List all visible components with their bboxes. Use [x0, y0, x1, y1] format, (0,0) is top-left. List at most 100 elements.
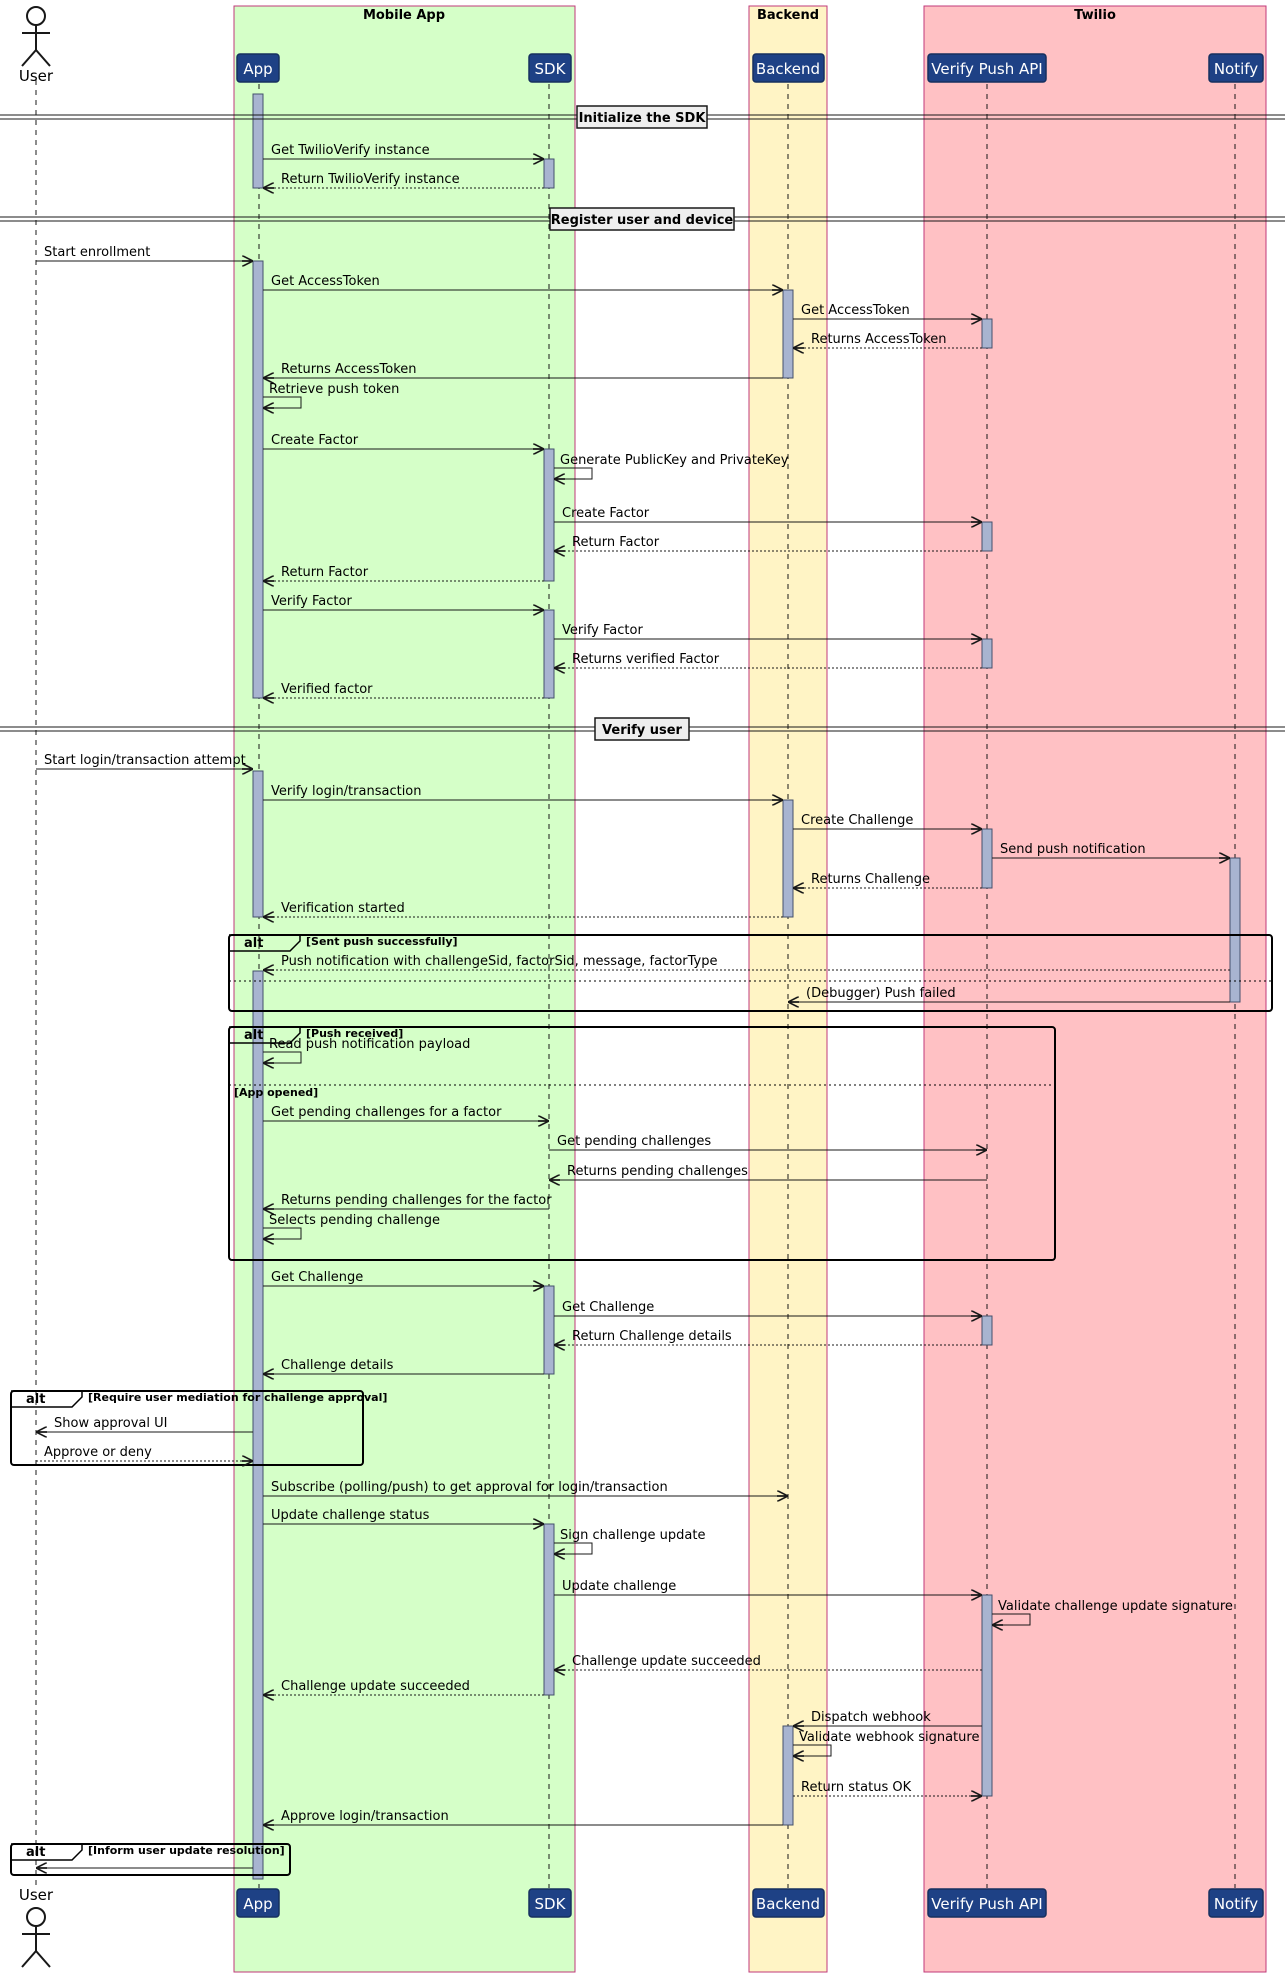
message: Approve login/transaction: [263, 1809, 783, 1825]
actor-user-label-top: User: [19, 67, 54, 85]
message-label: Show approval UI: [54, 1416, 167, 1431]
alt-tab: [229, 1026, 301, 1044]
message-arrow: [554, 467, 593, 479]
participant-verify-push-api-label: Verify Push API: [931, 1895, 1042, 1913]
participants-bottom: User App SDK Backend Verify Push API Not…: [19, 1886, 1264, 1968]
message-label: Verify Factor: [562, 623, 643, 638]
message-label: Returns pending challenges: [567, 1164, 748, 1179]
message: Get pending challenges: [549, 1134, 987, 1150]
message-label: Push notification with challengeSid, fac…: [281, 954, 718, 969]
message: Push notification with challengeSid, fac…: [263, 954, 1230, 970]
message: Show approval UI: [36, 1416, 253, 1432]
participant-sdk-top: [528, 53, 572, 83]
message-label: Get AccessToken: [271, 274, 380, 289]
message-arrow: [263, 396, 302, 408]
message: Returns pending challenges for the facto…: [263, 1193, 552, 1209]
activation-bar: [252, 770, 264, 918]
message-label: Create Factor: [271, 433, 359, 448]
message-label: Return Factor: [572, 535, 660, 550]
participant-notify-label: Notify: [1214, 60, 1258, 78]
message: Return TwilioVerify instance: [263, 172, 544, 188]
message-label: Challenge update succeeded: [572, 1654, 761, 1669]
alt-condition: [Inform user update resolution]: [88, 1844, 285, 1857]
message-label: Verify Factor: [271, 594, 352, 609]
section-register-label-box: [549, 207, 735, 231]
box-twilio: [923, 5, 1267, 1973]
alt-tab: [229, 934, 301, 952]
participant-app-label: App: [243, 60, 272, 78]
message-label: Returns AccessToken: [281, 362, 417, 377]
participant-verify-push-api-bottom: [927, 1888, 1047, 1918]
message: Challenge update succeeded: [263, 1679, 544, 1695]
activation-bar: [981, 521, 993, 552]
message: Approve or deny: [36, 1445, 253, 1461]
box-mobile-app: [233, 5, 576, 1973]
activation-bar: [543, 1285, 555, 1375]
message: Subscribe (polling/push) to get approval…: [263, 1480, 788, 1496]
message-label: Approve login/transaction: [281, 1809, 449, 1824]
box-twilio-title: Twilio: [1074, 8, 1116, 23]
participant-app-label: App: [243, 1895, 272, 1913]
alt-condition: [Sent push successfully]: [306, 935, 458, 948]
message: Retrieve push token: [263, 382, 399, 408]
message: Selects pending challenge: [263, 1213, 440, 1239]
message: Returns verified Factor: [554, 652, 982, 668]
message: Return Factor: [263, 565, 544, 581]
activation-bar: [981, 318, 993, 349]
activation-bar: [981, 1315, 993, 1346]
activation-bar: [782, 1725, 794, 1826]
message: (Debugger) Push failed: [788, 986, 1230, 1002]
message-label: Dispatch webhook: [811, 1710, 931, 1725]
message-label: Get pending challenges for a factor: [271, 1105, 502, 1120]
message: Returns Challenge: [793, 872, 982, 888]
message: Verify Factor: [554, 623, 982, 639]
box-backend-title: Backend: [757, 8, 819, 23]
message: Get AccessToken: [263, 274, 783, 290]
participant-sdk-bottom: [528, 1888, 572, 1918]
message-label: Sign challenge update: [560, 1528, 706, 1543]
alt-tab: [11, 1843, 83, 1861]
message-label: Verified factor: [281, 682, 373, 697]
message: Dispatch webhook: [793, 1710, 982, 1726]
message-label: Get pending challenges: [557, 1134, 711, 1149]
message: Verified factor: [263, 682, 544, 698]
activation-bar: [252, 970, 264, 1880]
message: Return status OK: [793, 1780, 982, 1796]
section-verify-label-box: [594, 717, 690, 741]
section-init-label: Initialize the SDK: [579, 111, 707, 126]
participant-app-top: [236, 53, 280, 83]
message-label: Read push notification payload: [269, 1037, 470, 1052]
participant-app-bottom: [236, 1888, 280, 1918]
message-label: Validate webhook signature: [799, 1730, 979, 1745]
message: Get Challenge: [554, 1300, 982, 1316]
message: Update challenge status: [263, 1508, 544, 1524]
participant-sdk-label: SDK: [535, 1895, 567, 1913]
alt-condition: [Require user mediation for challenge ap…: [88, 1391, 387, 1404]
actor-user-bottom: [21, 1907, 51, 1968]
message: Create Factor: [554, 506, 982, 522]
message: Returns pending challenges: [549, 1164, 987, 1180]
alt-keyword: alt: [26, 1845, 45, 1860]
message: Create Challenge: [793, 813, 982, 829]
activation-bar: [981, 1594, 993, 1797]
message: Verify login/transaction: [263, 784, 783, 800]
message-label: Create Challenge: [801, 813, 913, 828]
message: Get TwilioVerify instance: [263, 143, 544, 159]
activation-bar: [782, 799, 794, 918]
activation-bar: [252, 93, 264, 189]
message-label: Update challenge status: [271, 1508, 430, 1523]
alt-fragment-push-sent: [228, 934, 1273, 1012]
message: Send push notification: [992, 842, 1230, 858]
box-mobile-app-title: Mobile App: [363, 8, 445, 23]
message: Start login/transaction attempt: [36, 753, 253, 769]
participant-notify-top: [1208, 53, 1264, 83]
alt-condition: [Push received]: [306, 1027, 403, 1040]
message: Start enrollment: [36, 245, 253, 261]
message: Returns AccessToken: [793, 332, 982, 348]
activation-bar: [543, 1523, 555, 1696]
activation-bar: [981, 828, 993, 889]
activation-bar: [543, 448, 555, 582]
message-label: Get AccessToken: [801, 303, 910, 318]
activation-bar: [1229, 857, 1241, 1003]
